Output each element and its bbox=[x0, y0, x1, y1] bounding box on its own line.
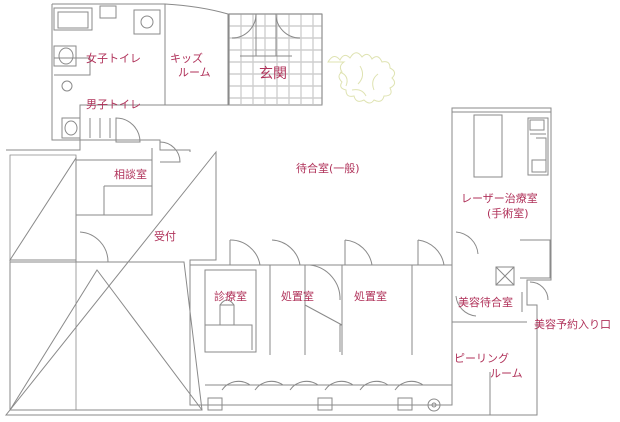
kids-room-label: キッズ bbox=[170, 52, 203, 65]
womens-toilet-label: 女子トイレ bbox=[86, 52, 141, 65]
entrance-label: 玄関 bbox=[259, 66, 287, 82]
wall-hatch bbox=[9, 156, 203, 411]
beauty-waiting-room-label: 美容待合室 bbox=[458, 296, 513, 309]
kids-room-label-line2: ルーム bbox=[178, 66, 211, 79]
treatment-room-2-label: 処置室 bbox=[354, 290, 387, 303]
mens-toilet-label: 男子トイレ bbox=[86, 98, 141, 111]
entrance-doors bbox=[231, 13, 301, 57]
peeling-room-label-line2: ルーム bbox=[490, 367, 523, 380]
laser-room-label: レーザー治療室 bbox=[461, 192, 538, 205]
reception-label: 受付 bbox=[154, 230, 176, 243]
consult-room-label: 相談室 bbox=[114, 168, 147, 181]
beauty-reservation-entrance-label: 美容予約入り口 bbox=[534, 318, 611, 331]
exam-room-label: 診療室 bbox=[214, 290, 247, 303]
laser-room-label-line2: (手術室) bbox=[487, 207, 529, 220]
peeling-room-label: ピーリング bbox=[454, 352, 509, 365]
toilet-block-wall bbox=[52, 3, 229, 106]
outer-wall bbox=[4, 107, 552, 416]
treatment-room-1-label: 処置室 bbox=[281, 290, 314, 303]
garden-plants bbox=[327, 52, 396, 104]
waiting-room-general-label: 待合室(一般) bbox=[296, 162, 360, 175]
